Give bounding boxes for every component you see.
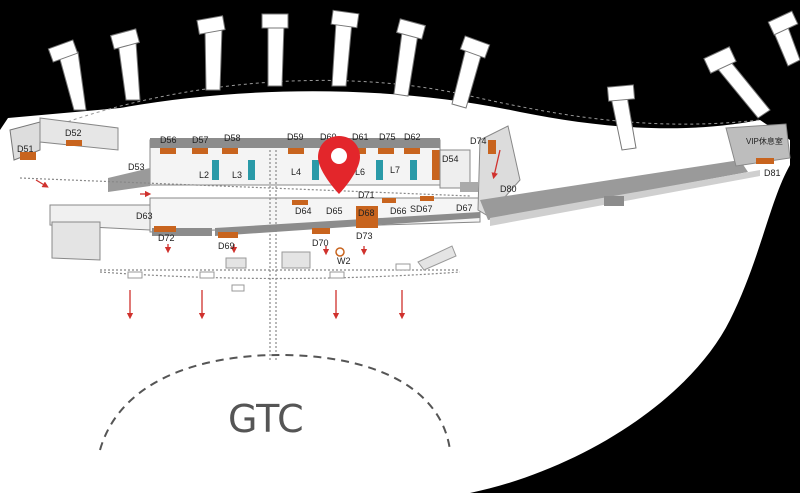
gate-d53: D53 xyxy=(128,162,145,172)
gate-d70: D70 xyxy=(312,238,329,248)
flow-arrows xyxy=(35,149,501,320)
building-left xyxy=(9,117,119,161)
gate-d72: D72 xyxy=(158,233,175,243)
gate-d73: D73 xyxy=(356,231,373,241)
gate-d60: D60 xyxy=(320,132,337,142)
gate-d64: D64 xyxy=(295,206,312,216)
gate-d75: D75 xyxy=(379,132,396,142)
jet-bridges xyxy=(47,9,800,151)
gate-d66: D66 xyxy=(390,206,407,216)
gate-sd67: SD67 xyxy=(410,204,433,214)
lower-lane xyxy=(127,245,457,292)
terminal-upper xyxy=(108,138,478,192)
w2-facility-icon xyxy=(335,247,345,257)
location-pin-icon[interactable] xyxy=(318,136,360,194)
gate-d51: D51 xyxy=(17,144,34,154)
gate-d58: D58 xyxy=(224,133,241,143)
gate-d57: D57 xyxy=(192,135,209,145)
gate-d54: D54 xyxy=(442,154,459,164)
lounge-l2: L2 xyxy=(199,170,209,180)
gate-d52: D52 xyxy=(65,128,82,138)
lounge-l3: L3 xyxy=(232,170,242,180)
vip-lounge-label: VIP休息室 xyxy=(746,136,783,146)
gate-d80: D80 xyxy=(500,184,517,194)
gate-d69: D69 xyxy=(218,241,235,251)
lounge-l4: L4 xyxy=(291,167,301,177)
facility-w2: W2 xyxy=(337,256,351,266)
gtc-label: GTC xyxy=(228,397,304,441)
gate-d65: D65 xyxy=(326,206,343,216)
lounge-l6: L6 xyxy=(355,167,365,177)
gate-d74: D74 xyxy=(470,136,487,146)
terminal-lower xyxy=(49,123,791,261)
gate-labels: D51 D52 D53 D54 D56 D57 D58 D59 D60 D61 … xyxy=(17,128,783,266)
gate-d68: D68 xyxy=(358,208,375,218)
gate-d63: D63 xyxy=(136,211,153,221)
gate-d56: D56 xyxy=(160,135,177,145)
gate-d67: D67 xyxy=(456,203,473,213)
gtc-outline xyxy=(99,353,451,451)
lounge-l7: L7 xyxy=(390,165,400,175)
gate-d62: D62 xyxy=(404,132,421,142)
gate-d61: D61 xyxy=(352,132,369,142)
gate-d59: D59 xyxy=(287,132,304,142)
gate-d81: D81 xyxy=(764,168,781,178)
gate-d71: D71 xyxy=(358,190,375,200)
